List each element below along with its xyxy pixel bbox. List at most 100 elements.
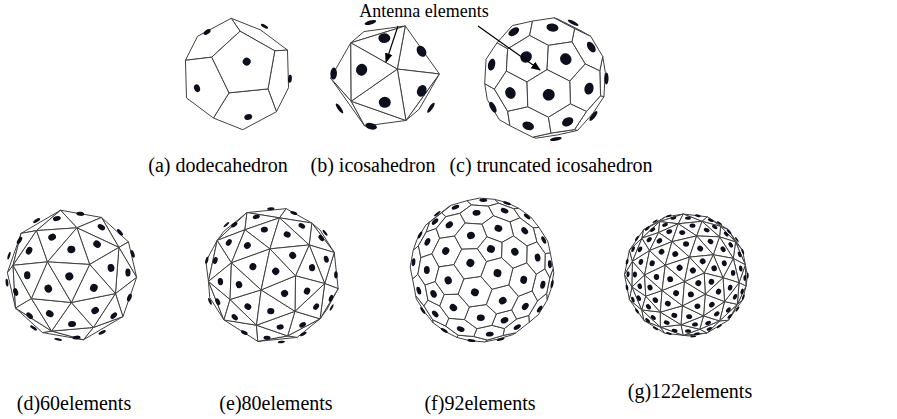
antenna-element: [672, 289, 680, 297]
antenna-element: [728, 241, 734, 248]
antenna-element: [540, 236, 547, 245]
antenna-element: [25, 311, 34, 320]
figure-caption: (f)92elements: [424, 392, 535, 414]
antenna-element: [705, 320, 712, 326]
antenna-element: [330, 67, 337, 79]
antenna-element: [419, 306, 426, 314]
antenna-element: [707, 218, 714, 223]
antenna-element: [424, 266, 430, 274]
antenna-element: [723, 231, 730, 237]
antenna-element: [500, 316, 510, 325]
antenna-element: [207, 298, 212, 306]
antenna-element: [735, 306, 740, 312]
antenna-element: [378, 33, 390, 43]
polyhedron: [185, 18, 292, 129]
polyhedron-face: [454, 249, 486, 279]
antenna-element: [637, 246, 643, 253]
antenna-element: [539, 280, 546, 289]
polyhedron-face: [642, 310, 661, 327]
antenna-element: [276, 324, 284, 330]
antenna-element: [248, 262, 257, 271]
antenna-element: [740, 288, 745, 295]
antenna-element: [5, 278, 9, 286]
antenna-element: [646, 236, 653, 243]
antenna-element: [706, 326, 713, 331]
antenna-element: [125, 268, 131, 276]
antenna-element: [542, 88, 556, 102]
antenna-element: [625, 258, 629, 264]
antenna-element: [252, 214, 260, 220]
antenna-element: [243, 302, 252, 311]
antenna-element: [638, 258, 644, 265]
antenna-element: [280, 288, 290, 298]
antenna-element: [64, 271, 75, 282]
antenna-element: [721, 260, 727, 267]
antenna-element: [666, 214, 672, 218]
antenna-element: [415, 84, 428, 99]
polyhedron-face: [48, 228, 90, 265]
antenna-element: [666, 228, 673, 234]
leader-line: [478, 26, 540, 70]
antenna-element: [715, 288, 722, 296]
antenna-element: [364, 122, 377, 131]
antenna-element: [548, 260, 553, 268]
antenna-element: [411, 258, 416, 266]
antenna-element: [664, 300, 672, 308]
antenna-element: [441, 246, 451, 256]
antenna-element: [694, 279, 702, 287]
antenna-element: [486, 244, 496, 254]
figure-caption: (d)60elements: [17, 392, 131, 414]
antenna-element: [434, 210, 442, 217]
antenna-element: [223, 222, 230, 228]
antenna-element: [322, 229, 328, 236]
antenna-element: [519, 275, 527, 284]
antenna-element: [634, 235, 639, 241]
antenna-element: [534, 253, 541, 262]
antenna-element: [536, 305, 543, 314]
antenna-element: [507, 26, 521, 38]
antenna-element: [652, 326, 658, 331]
antenna-element: [431, 217, 440, 226]
antenna-element: [666, 332, 672, 336]
antenna-element: [308, 264, 315, 272]
antenna-element: [298, 222, 307, 230]
antenna-element: [283, 230, 292, 238]
antenna-element: [52, 215, 61, 222]
antenna-element: [267, 207, 274, 210]
antenna-element: [687, 291, 694, 298]
polyhedron-face: [527, 70, 570, 118]
antenna-element: [694, 303, 701, 310]
antenna-element: [696, 245, 704, 253]
callout-label: Antenna elements: [359, 2, 488, 22]
antenna-element: [260, 23, 268, 30]
antenna-element: [89, 282, 100, 293]
antenna-element: [521, 120, 535, 132]
figure-caption: (g)122elements: [628, 380, 752, 402]
antenna-element: [550, 280, 554, 288]
polyhedron: [624, 214, 748, 338]
antenna-element: [567, 19, 579, 27]
antenna-element: [456, 325, 465, 332]
antenna-element: [76, 211, 84, 216]
antenna-element: [466, 231, 476, 240]
antenna-element: [288, 251, 298, 261]
antenna-element: [97, 223, 107, 232]
antenna-element: [550, 136, 562, 142]
antenna-element: [711, 224, 718, 230]
antenna-element: [741, 249, 745, 255]
antenna-element: [67, 246, 75, 254]
antenna-element: [699, 257, 707, 265]
antenna-element: [716, 324, 722, 329]
antenna-element: [711, 265, 718, 272]
polyhedron: [5, 210, 136, 341]
antenna-element: [241, 56, 252, 67]
antenna-element: [7, 251, 12, 259]
antenna-element: [670, 216, 677, 220]
antenna-element: [649, 260, 656, 267]
antenna-element: [679, 230, 685, 235]
antenna-element: [637, 283, 643, 290]
antenna-element: [444, 276, 453, 286]
antenna-element: [479, 198, 487, 202]
antenna-element: [500, 207, 509, 214]
